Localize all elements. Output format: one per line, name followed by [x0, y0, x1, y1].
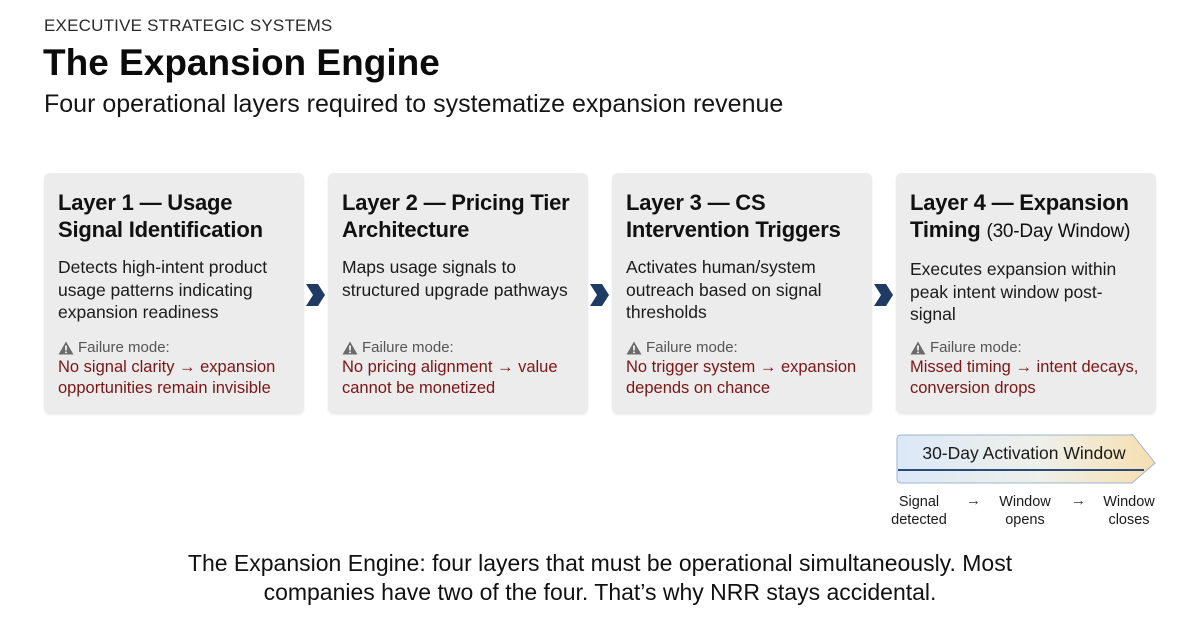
layer-card-1: Layer 1 — Usage Signal Identification De… [44, 173, 304, 414]
activation-window-arrow [896, 434, 1156, 484]
chevron-right-arrow-icon [874, 284, 893, 306]
failure-mode-text: No trigger system → expansion depends on… [626, 358, 857, 397]
failure-mode-label: Failure mode: [58, 339, 170, 356]
failure-mode-text: No pricing alignment → value cannot be m… [342, 358, 558, 397]
page-subtitle: Four operational layers required to syst… [44, 90, 784, 118]
layer-title: Layer 4 — Expansion Timing (30-Day Windo… [910, 190, 1131, 242]
failure-mode-label: Failure mode: [342, 339, 454, 356]
failure-mode-text: No signal clarity → expansion opportunit… [58, 358, 276, 397]
warning-triangle-icon [626, 341, 642, 354]
layer-card-3: Layer 3 — CS Intervention Triggers Activ… [612, 173, 872, 414]
warning-triangle-icon [58, 341, 74, 354]
layer-description: Detects high-intent product usage patter… [58, 257, 268, 322]
caption-line-1: The Expansion Engine: four layers that m… [187, 550, 1013, 576]
warning-triangle-icon [910, 341, 926, 354]
layer-description: Activates human/system outreach based on… [626, 257, 822, 322]
eyebrow: EXECUTIVE STRATEGIC SYSTEMS [44, 16, 333, 35]
layer-description: Maps usage signals to structured upgrade… [342, 257, 568, 300]
warning-triangle-icon [342, 341, 358, 354]
chevron-right-arrow-icon [306, 284, 325, 306]
layer-description: Executes expansion within peak intent wi… [910, 259, 1117, 324]
layer-title-suffix: (30-Day Window) [986, 221, 1131, 242]
page-title: The Expansion Engine [43, 42, 440, 83]
window-step-window-closes: Window closes [1103, 494, 1155, 528]
layer-title: Layer 2 — Pricing Tier Architecture [342, 190, 570, 242]
step-arrow-icon: → [1071, 492, 1086, 509]
caption-line-2: companies have two of the four. That’s w… [263, 579, 937, 605]
caption: The Expansion Engine: four layers that m… [100, 549, 1100, 607]
failure-mode-label: Failure mode: [626, 339, 738, 356]
layer-card-2: Layer 2 — Pricing Tier Architecture Maps… [328, 173, 588, 414]
failure-mode-text: Missed timing → intent decays, conversio… [910, 358, 1139, 397]
failure-mode-label: Failure mode: [910, 339, 1022, 356]
step-arrow-icon: → [966, 492, 981, 509]
activation-window-label: 30-Day Activation Window [922, 443, 1126, 463]
layer-title: Layer 1 — Usage Signal Identification [58, 190, 263, 242]
layer-card-4: Layer 4 — Expansion Timing (30-Day Windo… [896, 173, 1156, 414]
chevron-right-arrow-icon [590, 284, 609, 306]
window-step-signal-detected: Signal detected [891, 494, 947, 528]
layer-title: Layer 3 — CS Intervention Triggers [626, 190, 841, 242]
window-step-window-opens: Window opens [999, 494, 1051, 528]
